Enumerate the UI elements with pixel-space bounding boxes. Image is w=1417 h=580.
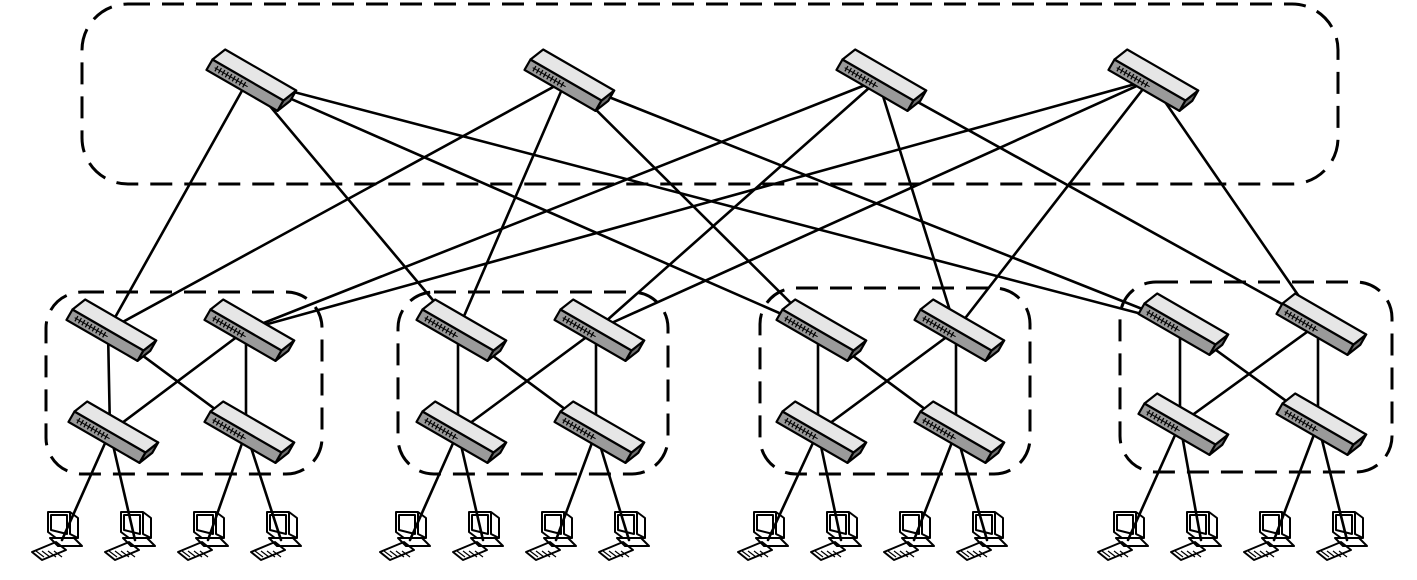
link-core-4-to-agg-3-2 <box>954 78 1152 332</box>
link-edge-3-2-to-host-3-3 <box>912 430 958 542</box>
network-switch-icon <box>415 400 508 464</box>
network-switch-icon <box>1275 392 1368 456</box>
link-core-1-to-agg-3-1 <box>246 78 820 332</box>
link-core-2-to-agg-1-1 <box>106 78 568 332</box>
group-boxes <box>44 2 1394 476</box>
desktop-computer-icon <box>1316 511 1368 561</box>
link-core-1-to-agg-2-1 <box>246 78 460 332</box>
group-box-pod-3 <box>758 286 1032 476</box>
group-box-pod-1 <box>44 290 324 476</box>
network-nodes <box>31 48 1368 561</box>
link-edge-4-1-to-host-4-2 <box>1178 422 1203 542</box>
network-switch-icon <box>67 400 160 464</box>
group-box-pod-2 <box>396 290 670 476</box>
desktop-computer-icon <box>883 511 935 561</box>
desktop-computer-icon <box>598 511 650 561</box>
link-edge-4-2-to-host-4-4 <box>1316 422 1349 542</box>
network-switch-icon <box>205 48 298 112</box>
link-core-3-to-agg-3-2 <box>876 78 958 332</box>
group-box-core-layer <box>80 2 1340 186</box>
network-switch-icon <box>65 298 158 362</box>
link-core-3-to-agg-2-2 <box>594 78 880 332</box>
network-switch-icon <box>203 400 296 464</box>
network-switch-icon <box>775 400 868 464</box>
network-switch-icon <box>415 298 508 362</box>
desktop-computer-icon <box>1243 511 1295 561</box>
desktop-computer-icon <box>452 511 504 561</box>
network-switch-icon <box>1137 292 1230 356</box>
link-edge-4-2-to-host-4-3 <box>1272 422 1320 542</box>
link-core-4-to-agg-1-2 <box>244 78 1152 332</box>
link-core-3-to-agg-4-2 <box>876 78 1320 326</box>
network-switch-icon <box>553 298 646 362</box>
network-switch-icon <box>1107 48 1200 112</box>
desktop-computer-icon <box>379 511 431 561</box>
connection-links <box>60 78 1349 542</box>
link-edge-1-2-to-host-1-3 <box>206 430 248 542</box>
link-core-1-to-agg-1-1 <box>106 78 250 332</box>
network-switch-icon <box>913 298 1006 362</box>
link-core-2-to-agg-3-1 <box>564 78 820 332</box>
link-edge-3-1-to-host-3-2 <box>816 430 843 542</box>
link-edge-2-1-to-host-2-2 <box>456 430 485 542</box>
network-switch-icon <box>553 400 646 464</box>
desktop-computer-icon <box>177 511 229 561</box>
link-core-4-to-agg-2-2 <box>594 78 1152 332</box>
network-switch-icon <box>775 298 868 362</box>
network-switch-icon <box>1137 392 1230 456</box>
desktop-computer-icon <box>1097 511 1149 561</box>
link-edge-1-1-to-host-1-2 <box>108 430 137 542</box>
desktop-computer-icon <box>810 511 862 561</box>
link-agg-3-2-to-edge-3-1 <box>816 328 958 434</box>
link-agg-1-2-to-edge-1-1 <box>108 328 248 434</box>
desktop-computer-icon <box>1170 511 1222 561</box>
link-core-2-to-agg-4-1 <box>564 78 1182 326</box>
network-switch-icon <box>203 298 296 362</box>
desktop-computer-icon <box>250 511 302 561</box>
desktop-computer-icon <box>737 511 789 561</box>
network-switch-icon <box>523 48 616 112</box>
link-core-2-to-agg-2-1 <box>456 78 568 332</box>
desktop-computer-icon <box>104 511 156 561</box>
network-switch-icon <box>1275 292 1368 356</box>
link-edge-2-2-to-host-2-3 <box>554 430 598 542</box>
network-switch-icon <box>835 48 928 112</box>
link-core-1-to-agg-4-1 <box>246 78 1182 326</box>
desktop-computer-icon <box>956 511 1008 561</box>
link-core-3-to-agg-1-2 <box>244 78 880 332</box>
link-core-4-to-agg-4-2 <box>1148 78 1320 326</box>
group-box-pod-4 <box>1118 280 1394 474</box>
desktop-computer-icon <box>31 511 83 561</box>
desktop-computer-icon <box>525 511 577 561</box>
link-agg-4-2-to-edge-4-1 <box>1178 322 1320 426</box>
network-switch-icon <box>913 400 1006 464</box>
link-agg-2-2-to-edge-2-1 <box>456 328 598 434</box>
